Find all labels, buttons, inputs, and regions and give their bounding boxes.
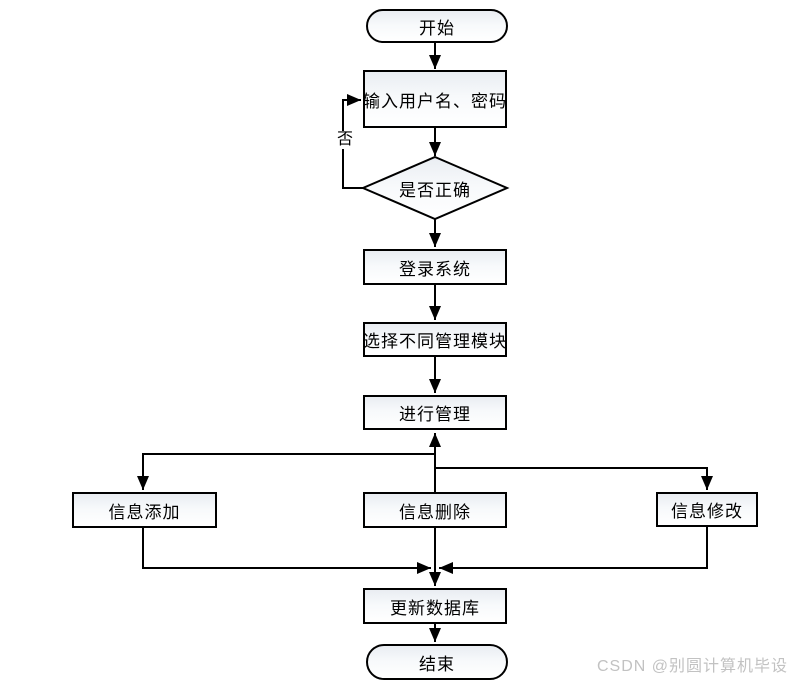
node-select-module: 选择不同管理模块 (363, 322, 507, 357)
node-info-add: 信息添加 (72, 492, 217, 528)
edge-info-modify-merge (439, 527, 708, 574)
edge-branch-info-add (137, 453, 435, 490)
node-manage: 进行管理 (363, 395, 507, 430)
decision-diamond-shape (360, 155, 510, 221)
node-info-modify: 信息修改 (656, 492, 758, 527)
watermark-text: CSDN @别圆计算机毕设 (596, 658, 788, 675)
node-update-db: 更新数据库 (363, 588, 507, 624)
node-decision-label: 是否正确 (399, 180, 471, 200)
node-input-credentials: 输入用户名、密码 (363, 70, 507, 128)
edge-branch-info-modify (435, 467, 713, 490)
node-start: 开始 (366, 9, 508, 43)
edge-label-no: 否 (334, 131, 356, 149)
node-login-system: 登录系统 (363, 249, 507, 285)
edge-info-add-merge (142, 528, 431, 574)
node-end: 结束 (366, 644, 508, 680)
node-info-delete: 信息删除 (363, 492, 507, 528)
